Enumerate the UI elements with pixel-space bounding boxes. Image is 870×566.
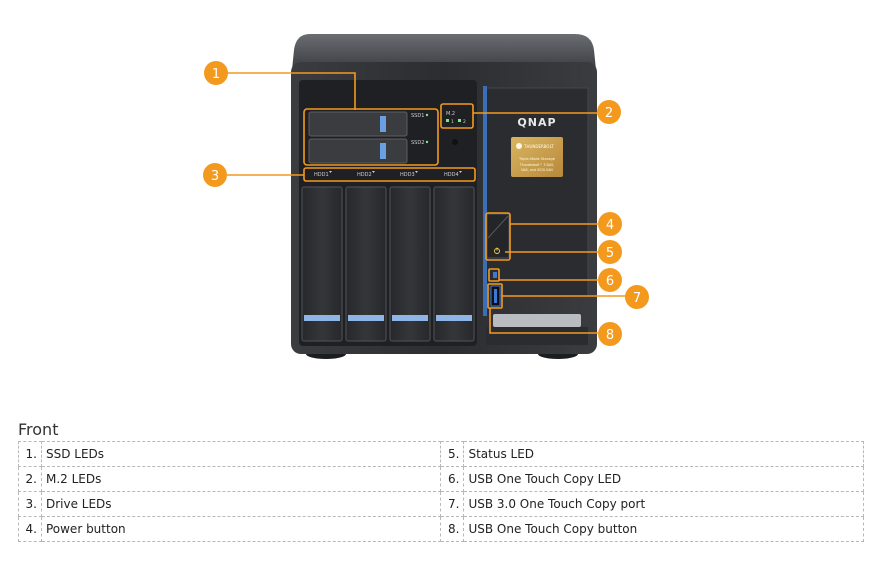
callout-1: 1 <box>204 61 228 85</box>
legend-label: USB One Touch Copy button <box>463 516 864 542</box>
legend-row: 1. SSD LEDs 5. Status LED <box>18 441 864 467</box>
callout-number: 5 <box>606 246 614 261</box>
callout-box-6 <box>488 268 500 282</box>
hdd-led-label: HDD2 <box>357 172 372 178</box>
legend-row: 3. Drive LEDs 7. USB 3.0 One Touch Copy … <box>18 491 864 517</box>
legend-label: USB 3.0 One Touch Copy port <box>463 491 864 517</box>
legend-number: 2. <box>18 466 42 492</box>
power-button-edge <box>487 215 509 239</box>
callout-box-2 <box>440 103 474 129</box>
hdd-bay <box>301 186 343 342</box>
usb-copy-led <box>493 272 497 278</box>
badge-line: NAS, and iSCSI-SAN <box>521 168 553 172</box>
thunderbolt-badge <box>511 137 563 177</box>
callout-number: 1 <box>212 67 220 82</box>
nas-front-diagram: SSD1 SSD2 M.2 1 2 HDD1 HDD2 HDD3 HDD4 QN… <box>203 34 649 359</box>
power-button[interactable] <box>486 213 510 259</box>
legend-label: M.2 LEDs <box>40 466 442 492</box>
sensor-dot <box>452 139 458 145</box>
ssd-led-label: SSD2 <box>411 140 424 146</box>
hdd-bay <box>433 186 475 342</box>
callout-box-4 <box>485 212 511 261</box>
hdd-led-label: HDD1 <box>314 172 329 178</box>
legend-label: Drive LEDs <box>40 491 442 517</box>
legend-number: 6. <box>440 466 465 492</box>
callout-line-8 <box>489 308 598 334</box>
legend-number: 7. <box>440 491 465 517</box>
callout-5: 5 <box>598 240 622 264</box>
ssd-latch <box>380 143 386 159</box>
callout-8: 8 <box>598 322 622 346</box>
badge-line: Triple-Mode Storage <box>518 157 556 161</box>
usb-port-tongue <box>494 289 497 303</box>
callout-number: 4 <box>606 218 614 233</box>
legend-row: 4. Power button 8. USB One Touch Copy bu… <box>18 516 864 542</box>
hdd-led-label: HDD3 <box>400 172 415 178</box>
legend-number: 1. <box>18 441 42 467</box>
legend-table: 1. SSD LEDs 5. Status LED 2. M.2 LEDs 6.… <box>18 441 864 542</box>
ssd-latch <box>380 116 386 132</box>
thunderbolt-icon <box>516 143 522 149</box>
legend-label: Power button <box>40 516 442 542</box>
hdd-led-marker <box>415 171 418 173</box>
callout-number: 3 <box>211 169 219 184</box>
legend-label: Status LED <box>463 441 864 467</box>
legend-number: 4. <box>18 516 42 542</box>
ssd-bay <box>308 138 408 164</box>
usb-copy-button[interactable] <box>493 314 581 327</box>
ssd-led <box>425 140 429 144</box>
callout-line-1 <box>227 72 356 110</box>
badge-line: Thunderbolt™ 3 DAS, <box>519 163 554 167</box>
qnap-logo: QNAP <box>517 116 556 129</box>
callout-number: 6 <box>606 274 614 289</box>
hdd-bay <box>389 186 431 342</box>
legend-row: 2. M.2 LEDs 6. USB One Touch Copy LED <box>18 466 864 492</box>
legend-label: SSD LEDs <box>40 441 442 467</box>
callout-number: 8 <box>606 328 614 343</box>
callout-number: 7 <box>633 291 641 306</box>
callout-3: 3 <box>203 163 227 187</box>
ssd-bay <box>308 111 408 137</box>
callout-number: 2 <box>605 106 613 121</box>
callout-6: 6 <box>598 268 622 292</box>
hdd-led-marker <box>329 171 332 173</box>
hdd-bay <box>345 186 387 342</box>
hdd-led-label: HDD4 <box>444 172 459 178</box>
callout-box-1 <box>303 108 439 166</box>
m2-led <box>446 119 449 122</box>
callout-4: 4 <box>598 212 622 236</box>
callout-7: 7 <box>625 285 649 309</box>
section-title: Front <box>18 420 59 439</box>
callout-2: 2 <box>597 100 621 124</box>
callout-lines <box>227 72 626 334</box>
m2-led <box>458 119 461 122</box>
legend-number: 8. <box>440 516 465 542</box>
legend-number: 3. <box>18 491 42 517</box>
panel-highlight <box>483 86 487 316</box>
ssd-led <box>425 113 429 117</box>
hdd-led-marker <box>372 171 375 173</box>
callout-box-3 <box>303 167 476 182</box>
m2-slot-label: 1 <box>451 119 454 125</box>
panel-base <box>486 327 588 345</box>
ssd-led-label: SSD1 <box>411 113 424 119</box>
chassis-top <box>292 34 596 70</box>
legend-label: USB One Touch Copy LED <box>463 466 864 492</box>
badge-title: THUNDERBOLT <box>523 144 554 149</box>
m2-slot-label: 2 <box>463 119 466 125</box>
m2-label: M.2 <box>446 111 455 117</box>
legend-number: 5. <box>440 441 465 467</box>
hdd-led-marker <box>459 171 462 173</box>
